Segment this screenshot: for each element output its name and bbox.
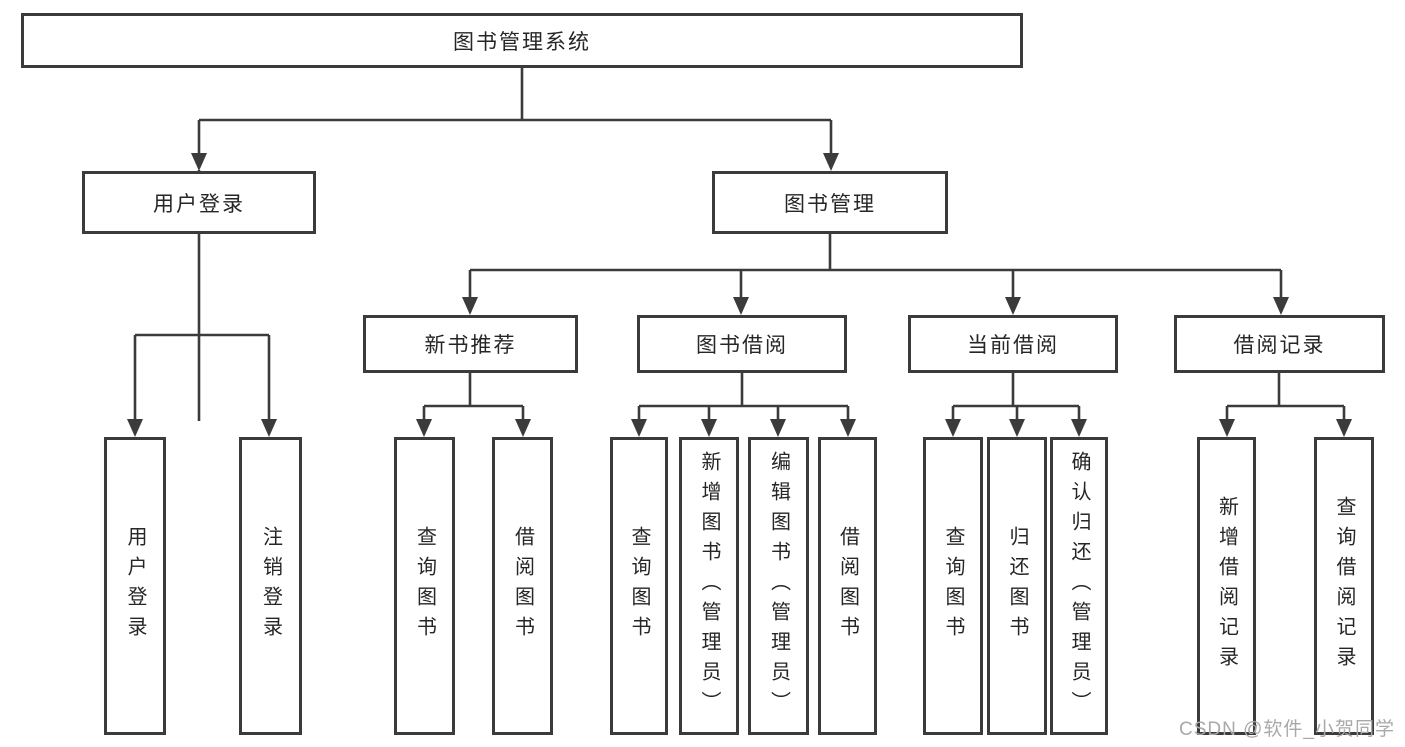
leaf-current-confirm-return-admin: 确认归还（管理员） (1050, 437, 1108, 735)
arrowheads (127, 153, 1352, 437)
leaf-user-login: 用户登录 (104, 437, 166, 735)
leaf-current-query-books: 查询图书 (923, 437, 983, 735)
leaf-recommend-query-books: 查询图书 (394, 437, 455, 735)
node-book-management: 图书管理 (712, 171, 948, 234)
leaf-borrow-edit-books-admin: 编辑图书（管理员） (748, 437, 809, 735)
csdn-watermark: CSDN @软件_小贺同学 (1179, 719, 1395, 740)
node-root: 图书管理系统 (21, 13, 1023, 68)
node-book-borrowing: 图书借阅 (637, 315, 847, 373)
leaf-records-query-record: 查询借阅记录 (1314, 437, 1374, 735)
connector-path (133, 68, 1346, 421)
leaf-records-add-record: 新增借阅记录 (1197, 437, 1256, 735)
leaf-borrow-query-books: 查询图书 (610, 437, 668, 735)
leaf-borrow-add-books-admin: 新增图书（管理员） (679, 437, 739, 735)
node-borrowing-records: 借阅记录 (1174, 315, 1385, 373)
node-current-borrowing: 当前借阅 (908, 315, 1118, 373)
node-user-login: 用户登录 (82, 171, 316, 234)
leaf-borrow-borrow-books: 借阅图书 (818, 437, 877, 735)
node-new-book-recommendation: 新书推荐 (363, 315, 578, 373)
leaf-current-return-books: 归还图书 (987, 437, 1047, 735)
leaf-recommend-borrow-books: 借阅图书 (492, 437, 553, 735)
leaf-logout: 注销登录 (239, 437, 302, 735)
